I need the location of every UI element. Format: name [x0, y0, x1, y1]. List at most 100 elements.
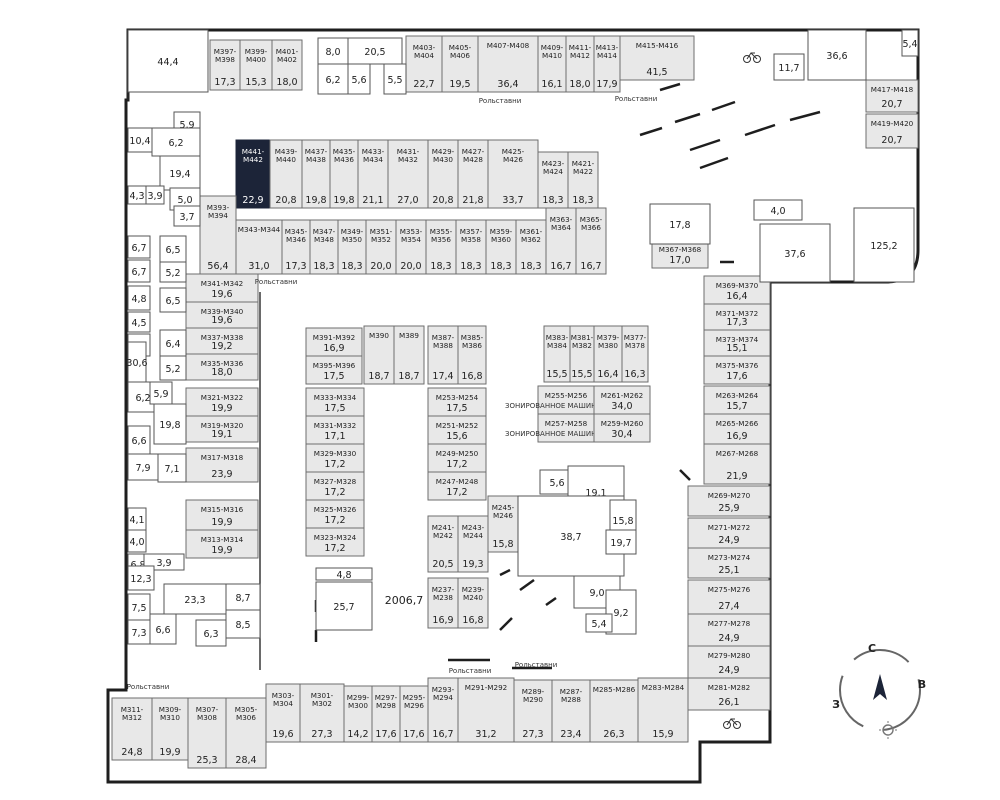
storage-unit-box[interactable] [305, 387, 365, 417]
storage-unit-box[interactable] [365, 219, 397, 275]
storage-unit-box[interactable] [185, 415, 259, 443]
storage-unit-box[interactable] [551, 679, 591, 743]
storage-unit-box[interactable] [299, 683, 345, 743]
storage-unit-box[interactable] [865, 113, 919, 149]
storage-unit-box[interactable] [593, 385, 651, 415]
storage-unit-box[interactable] [151, 697, 189, 761]
storage-unit-box[interactable] [427, 515, 459, 573]
storage-unit-box[interactable] [427, 577, 459, 629]
storage-unit-box[interactable] [185, 499, 259, 531]
storage-unit-box[interactable] [651, 239, 709, 269]
storage-unit-box[interactable] [427, 443, 487, 473]
storage-unit-box[interactable] [305, 355, 363, 385]
storage-unit-box[interactable] [301, 139, 331, 209]
storage-unit-box[interactable] [567, 151, 599, 209]
storage-unit-box[interactable] [621, 325, 649, 383]
storage-unit-box[interactable] [265, 683, 301, 743]
storage-unit-box[interactable] [687, 677, 771, 711]
storage-unit-box[interactable] [865, 79, 919, 113]
storage-unit-box[interactable] [185, 273, 259, 303]
storage-unit-box[interactable] [427, 325, 459, 385]
storage-unit-box[interactable] [575, 207, 607, 275]
storage-unit-box[interactable] [111, 697, 153, 761]
storage-unit-box[interactable] [399, 685, 429, 743]
storage-unit-box[interactable] [485, 219, 517, 275]
storage-unit-box[interactable] [185, 529, 259, 559]
storage-unit-box[interactable] [309, 219, 339, 275]
storage-unit-box[interactable] [703, 413, 771, 445]
storage-unit-box[interactable] [487, 139, 539, 209]
storage-unit-box[interactable] [387, 139, 429, 209]
storage-unit-box[interactable] [209, 39, 241, 91]
storage-unit-box[interactable] [687, 613, 771, 647]
storage-unit-box[interactable] [427, 471, 487, 501]
storage-unit-box[interactable] [363, 325, 395, 385]
storage-unit-box[interactable] [427, 139, 459, 209]
storage-unit-box[interactable] [395, 219, 427, 275]
storage-unit-box[interactable] [225, 697, 267, 769]
storage-unit-box[interactable] [185, 301, 259, 329]
storage-unit-box[interactable] [619, 35, 695, 81]
storage-unit-box[interactable] [185, 387, 259, 417]
storage-unit-box[interactable] [305, 443, 365, 473]
storage-unit-box[interactable] [427, 415, 487, 445]
storage-unit-box[interactable] [457, 139, 489, 209]
